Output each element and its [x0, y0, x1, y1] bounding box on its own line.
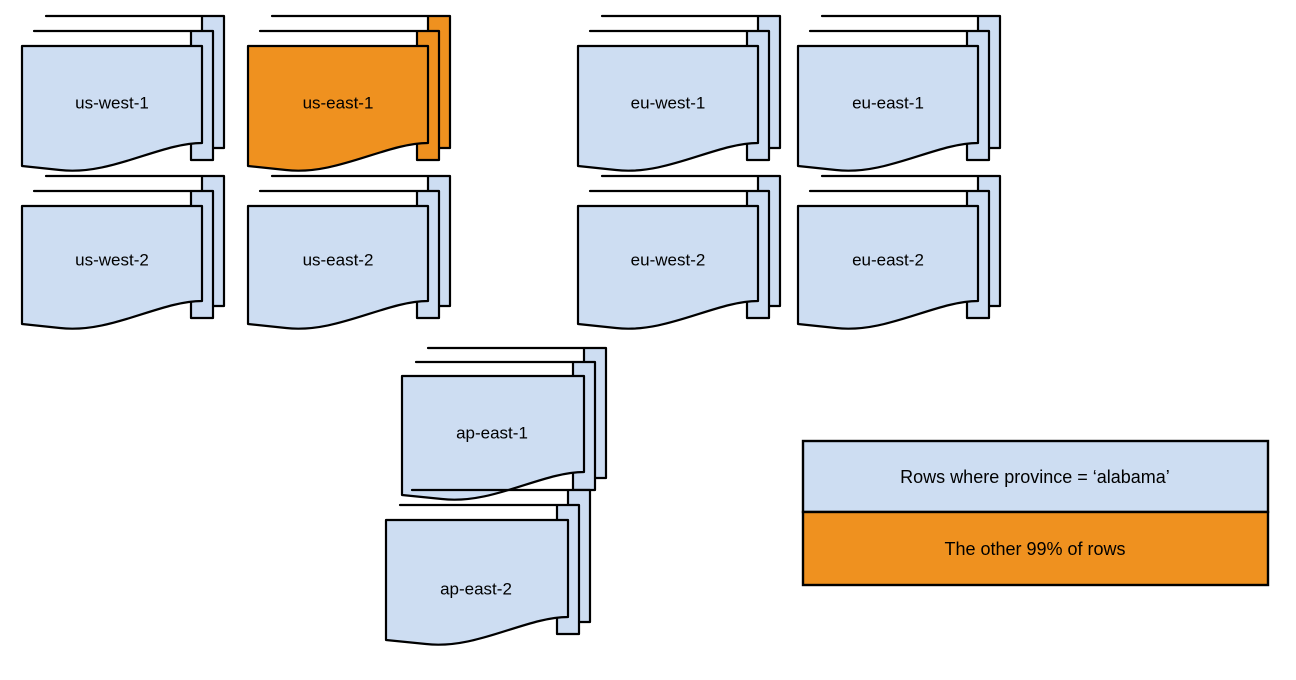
doc-stack-us-east-1[interactable]: us-east-1: [246, 14, 452, 172]
doc-stack-ap-east-2[interactable]: ap-east-2: [384, 488, 592, 646]
doc-stack-label: eu-east-1: [852, 93, 924, 112]
doc-sheet-front: [576, 44, 760, 172]
doc-stack-label: us-east-1: [303, 93, 374, 112]
doc-sheet-middle: [32, 189, 215, 320]
doc-stack-label: us-east-2: [303, 250, 374, 269]
doc-sheet-front: [20, 44, 204, 172]
doc-stack-eu-west-1[interactable]: eu-west-1: [576, 14, 782, 172]
doc-stack-label: eu-west-2: [631, 250, 706, 269]
legend-item-alabama-rows[interactable]: Rows where province = ‘alabama’: [801, 439, 1270, 514]
doc-sheet-front: [20, 204, 204, 330]
doc-sheet-middle: [398, 503, 581, 636]
legend-item-label: The other 99% of rows: [944, 539, 1125, 559]
legend-item-label: Rows where province = ‘alabama’: [900, 467, 1170, 487]
doc-stack-us-west-1[interactable]: us-west-1: [20, 14, 226, 172]
doc-sheet-middle: [808, 189, 991, 320]
legend-item-other-rows[interactable]: The other 99% of rows: [801, 510, 1270, 587]
doc-stack-eu-east-2[interactable]: eu-east-2: [796, 174, 1002, 330]
doc-stack-eu-west-2[interactable]: eu-west-2: [576, 174, 782, 330]
doc-sheet-front: [796, 204, 980, 330]
doc-sheet-front: [384, 518, 570, 646]
doc-stack-ap-east-1[interactable]: ap-east-1: [400, 346, 608, 501]
doc-sheet-middle: [588, 29, 771, 162]
doc-stack-label: eu-east-2: [852, 250, 924, 269]
doc-sheet-middle: [258, 189, 441, 320]
doc-sheet-front: [246, 204, 430, 330]
doc-stack-label: ap-east-1: [456, 423, 528, 442]
doc-sheet-front: [576, 204, 760, 330]
doc-stack-label: us-west-1: [75, 93, 149, 112]
doc-sheet-front: [400, 374, 586, 501]
doc-sheet-middle: [808, 29, 991, 162]
doc-sheet-front: [796, 44, 980, 172]
doc-stack-us-west-2[interactable]: us-west-2: [20, 174, 226, 330]
legend-swatch: [801, 510, 1270, 587]
doc-stack-us-east-2[interactable]: us-east-2: [246, 174, 452, 330]
legend: Rows where province = ‘alabama’ The othe…: [801, 439, 1270, 587]
doc-stack-label: us-west-2: [75, 250, 149, 269]
doc-stack-eu-east-1[interactable]: eu-east-1: [796, 14, 1002, 172]
doc-stack-label: ap-east-2: [440, 579, 512, 598]
doc-sheet-front: [246, 44, 430, 172]
doc-sheet-middle: [258, 29, 441, 162]
doc-sheet-middle: [32, 29, 215, 162]
doc-sheet-middle: [588, 189, 771, 320]
doc-stack-label: eu-west-1: [631, 93, 706, 112]
